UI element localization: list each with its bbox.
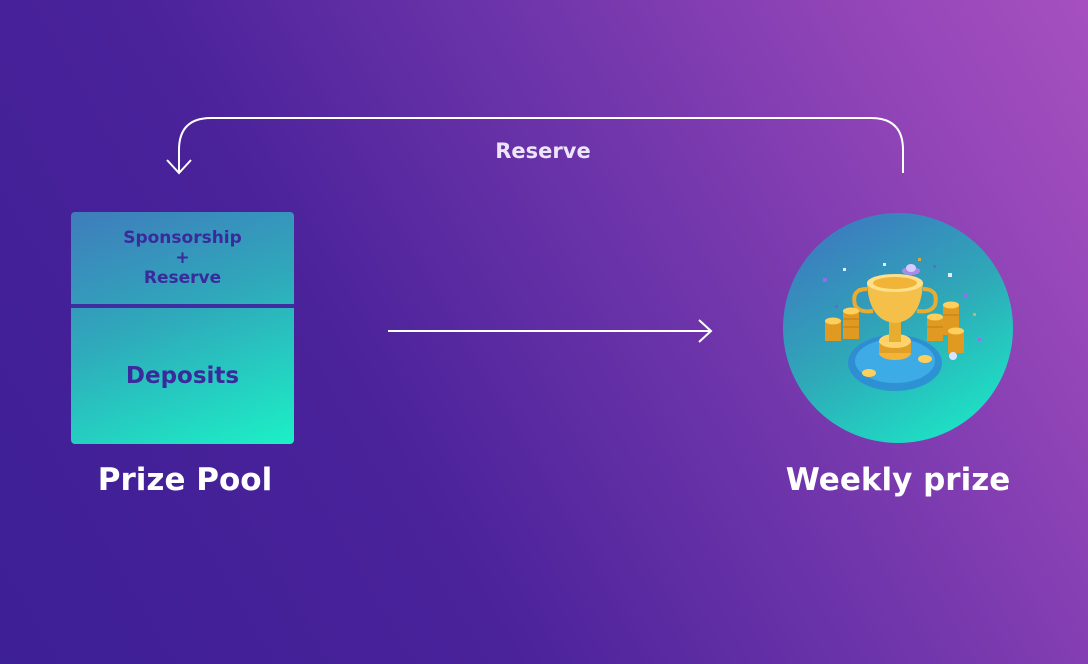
prize-pool-divider <box>71 304 294 308</box>
prize-pool-bottom-section: Deposits <box>71 308 294 444</box>
reserve-loop-path <box>178 117 904 173</box>
weekly-prize-circle <box>783 213 1013 443</box>
sponsorship-label: Sponsorship <box>123 228 242 248</box>
prize-pool-caption: Prize Pool <box>97 462 273 498</box>
prize-pool-box: Sponsorship + Reserve Deposits <box>71 212 294 444</box>
flow-arrow-head <box>698 319 713 343</box>
deposits-label: Deposits <box>125 363 240 389</box>
trophy-with-coins-icon <box>823 258 981 391</box>
prize-pool-top-section: Sponsorship + Reserve <box>71 212 294 304</box>
reserve-label: Reserve <box>143 268 222 288</box>
plus-label: + <box>175 248 190 268</box>
reserve-loop-label: Reserve <box>495 139 591 163</box>
reserve-loop-arrowhead <box>166 159 192 175</box>
weekly-prize-caption: Weekly prize <box>785 462 1011 498</box>
